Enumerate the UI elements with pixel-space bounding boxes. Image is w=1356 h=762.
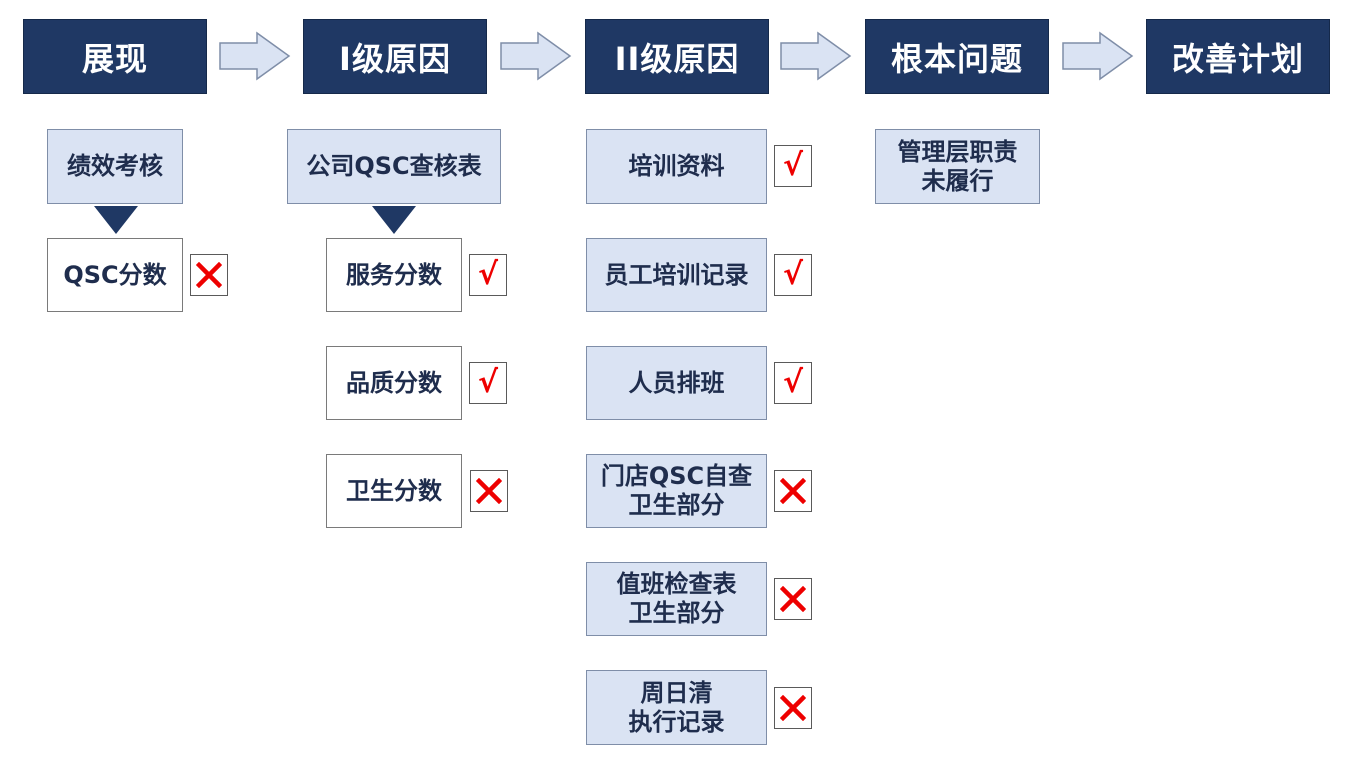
cause-box-store-qsc-self-check: 门店QSC自查 卫生部分 (586, 454, 767, 528)
header-label: II级原因 (614, 39, 740, 78)
source-box-company-qsc-audit: 公司QSC查核表 (287, 129, 501, 204)
cause-box-training-materials: 培训资料 (586, 129, 767, 204)
header-presentation: 展现 (23, 19, 207, 94)
header-improvement-plan: 改善计划 (1146, 19, 1330, 94)
right-arrow-icon (500, 31, 572, 81)
check-mark-icon: √ (469, 254, 507, 296)
check-mark-icon: √ (774, 362, 812, 404)
box-label: 人员排班 (628, 368, 725, 397)
cross-mark-icon (470, 470, 508, 512)
cross-mark-icon (190, 254, 228, 296)
cause-box-weekly-cleaning-records: 周日清 执行记录 (586, 670, 767, 745)
box-label: 品质分数 (346, 368, 442, 397)
header-label: 展现 (81, 39, 148, 78)
check-mark-icon: √ (774, 254, 812, 296)
item-box-quality-score: 品质分数 (326, 346, 462, 420)
item-box-qsc-score: QSC分数 (47, 238, 183, 312)
box-label: 卫生分数 (346, 476, 442, 505)
cross-mark-icon (774, 687, 812, 729)
cause-box-staff-scheduling: 人员排班 (586, 346, 767, 420)
header-level2-cause: II级原因 (585, 19, 769, 94)
right-arrow-icon (1062, 31, 1134, 81)
down-triangle-icon (94, 206, 138, 234)
check-mark-icon: √ (774, 145, 812, 187)
right-arrow-icon (780, 31, 852, 81)
check-mark-icon: √ (469, 362, 507, 404)
item-box-service-score: 服务分数 (326, 238, 462, 312)
box-label: 值班检查表 卫生部分 (616, 570, 737, 627)
item-box-hygiene-score: 卫生分数 (326, 454, 462, 528)
down-triangle-icon (372, 206, 416, 234)
header-label: 根本问题 (890, 39, 1023, 78)
box-label: 培训资料 (628, 152, 725, 180)
source-box-performance-review: 绩效考核 (47, 129, 183, 204)
header-root-problem: 根本问题 (865, 19, 1049, 94)
box-label: QSC分数 (63, 260, 167, 289)
check-mark-glyph: √ (477, 257, 498, 292)
check-mark-glyph: √ (782, 365, 803, 400)
box-label: 公司QSC查核表 (306, 152, 482, 180)
box-label: 管理层职责 未履行 (897, 137, 1018, 195)
check-mark-glyph: √ (477, 365, 498, 400)
box-label: 绩效考核 (67, 152, 163, 180)
cause-box-staff-training-records: 员工培训记录 (586, 238, 767, 312)
box-label: 员工培训记录 (604, 260, 749, 289)
cause-box-duty-checklist: 值班检查表 卫生部分 (586, 562, 767, 636)
check-mark-glyph: √ (782, 257, 803, 292)
header-label: I级原因 (339, 39, 451, 78)
cross-mark-icon (774, 578, 812, 620)
box-label: 周日清 执行记录 (628, 678, 725, 736)
box-label: 门店QSC自查 卫生部分 (600, 462, 753, 519)
root-cause-box: 管理层职责 未履行 (875, 129, 1040, 204)
check-mark-glyph: √ (782, 148, 803, 183)
header-label: 改善计划 (1171, 39, 1304, 78)
cross-mark-icon (774, 470, 812, 512)
box-label: 服务分数 (346, 260, 442, 289)
header-level1-cause: I级原因 (303, 19, 487, 94)
right-arrow-icon (219, 31, 291, 81)
